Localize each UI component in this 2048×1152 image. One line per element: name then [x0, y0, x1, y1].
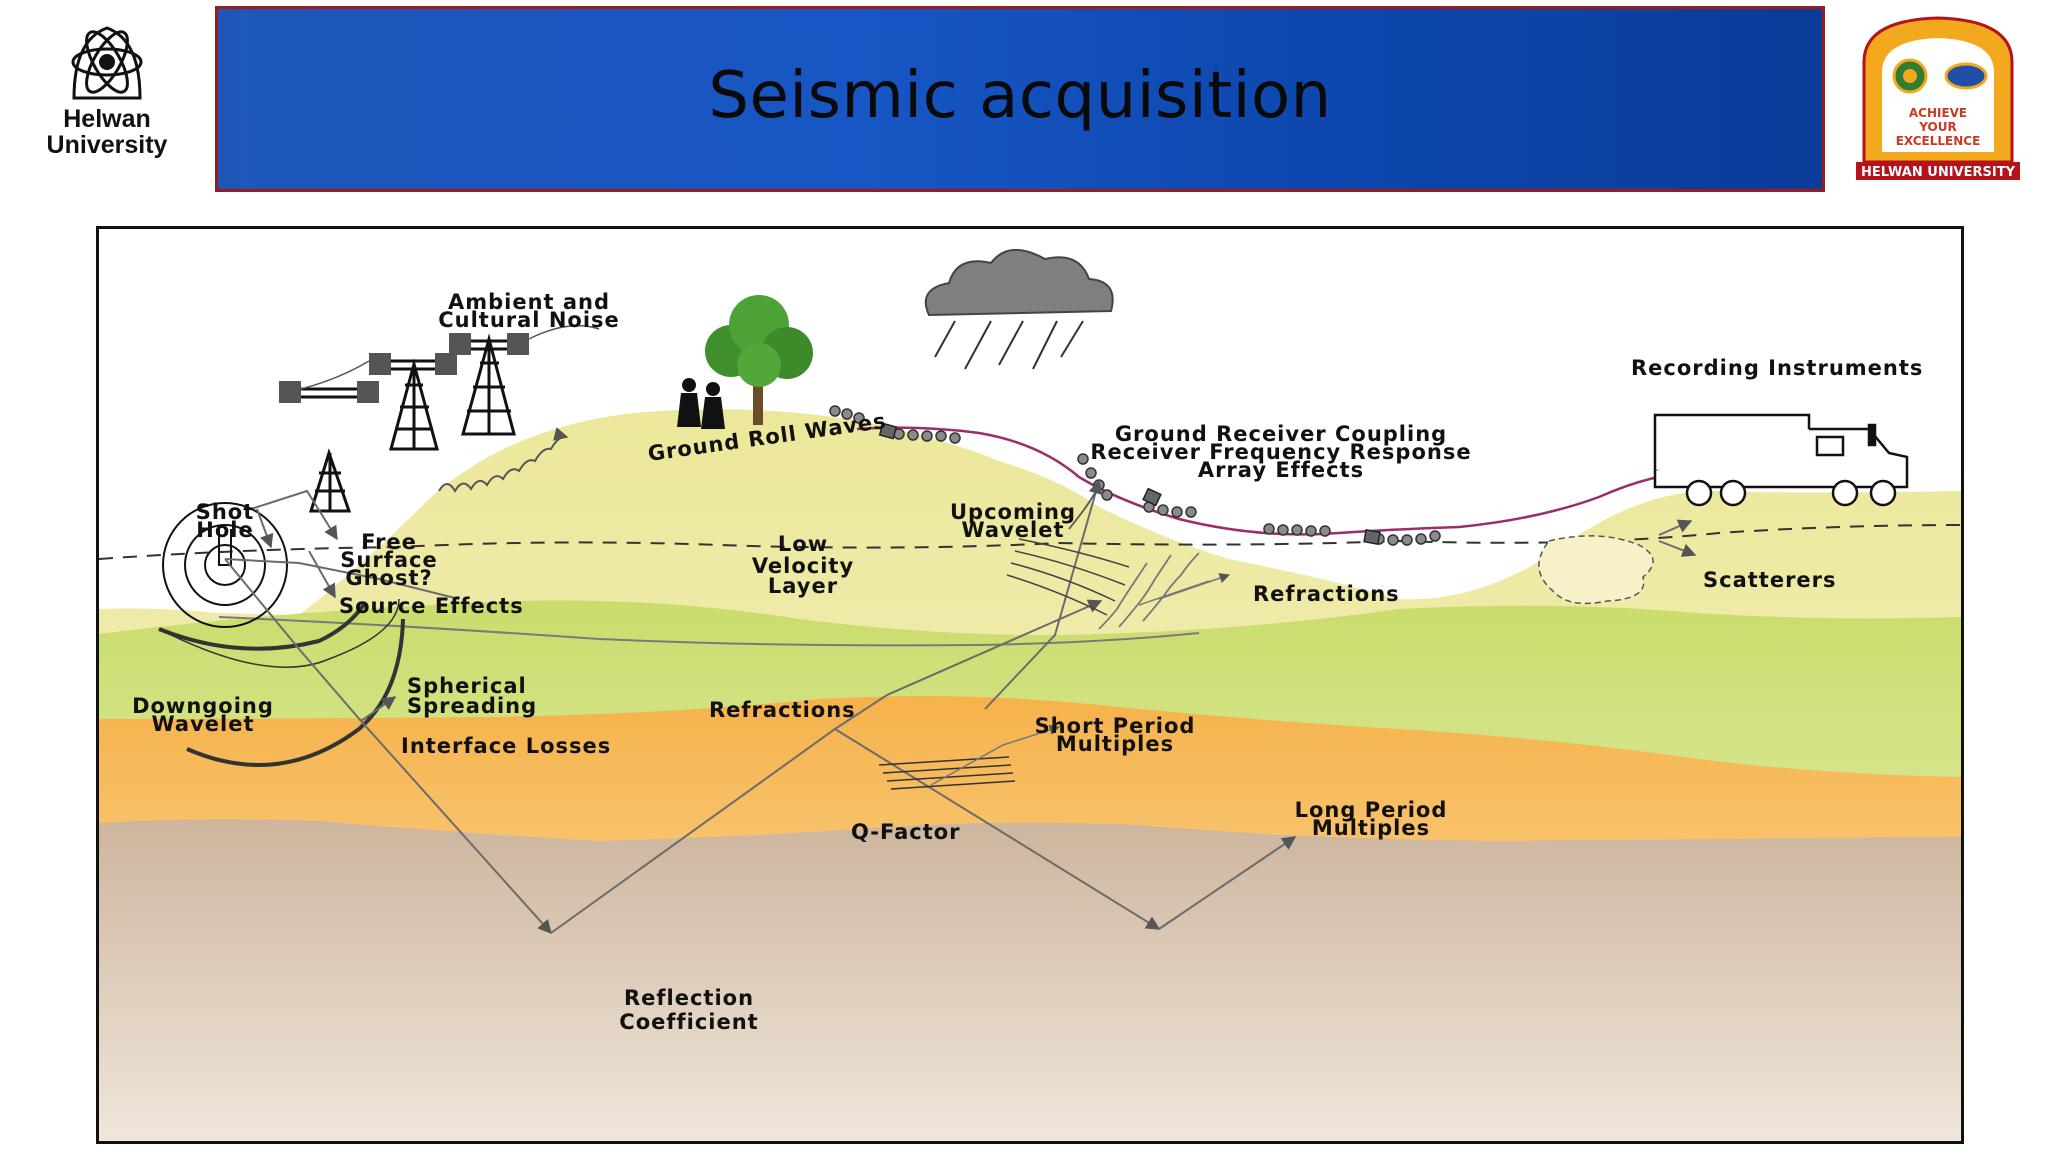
svg-text:Shot: Shot [196, 500, 255, 524]
multiple-arrows [930, 724, 1060, 786]
title-banner: Seismic acquisition [215, 6, 1825, 192]
atom-emblem-icon [71, 26, 143, 100]
upcoming-wavelet-squiggle [1068, 492, 1096, 530]
shot-hole-label: Shot Hole [196, 500, 255, 542]
svg-text:EXCELLENCE: EXCELLENCE [1896, 134, 1981, 148]
downgoing-wavelet-label: Downgoing Wavelet [132, 694, 274, 736]
scatterers-label: Scatterers [1703, 568, 1837, 592]
svg-text:Low: Low [778, 532, 828, 556]
refraction-wavelets [1098, 552, 1200, 630]
svg-text:Array Effects: Array Effects [1198, 458, 1364, 482]
refractions-top-label: Refractions [1253, 582, 1400, 606]
recording-truck-icon [1653, 413, 1909, 507]
svg-text:Ambient and: Ambient and [448, 290, 610, 314]
refraction-arrows [1138, 575, 1229, 606]
upcoming-wavelet-label: Upcoming Wavelet [950, 500, 1076, 542]
shot-hole-icon [162, 502, 288, 628]
svg-text:Spherical: Spherical [407, 674, 527, 698]
svg-text:Reflection: Reflection [624, 986, 754, 1010]
recording-instruments-label: Recording Instruments [1631, 356, 1923, 380]
svg-text:Hole: Hole [196, 518, 253, 542]
svg-text:Upcoming: Upcoming [950, 500, 1076, 524]
svg-text:YOUR: YOUR [1918, 120, 1956, 134]
free-surface-ghost-label: Free Surface Ghost? [340, 530, 437, 590]
svg-text:Receiver Frequency Response: Receiver Frequency Response [1090, 440, 1471, 464]
svg-text:Surface: Surface [340, 548, 437, 572]
long-period-multiples-label: Long Period Multiples [1295, 798, 1448, 840]
people-icon [677, 378, 725, 429]
ground-roll-wave [438, 427, 569, 494]
seismic-acquisition-diagram: Ambient and Cultural Noise Ground Roll W… [96, 226, 1964, 1144]
bottom-layer [99, 819, 1961, 1141]
svg-text:ACHIEVE: ACHIEVE [1909, 106, 1967, 120]
wavefront-3 [186, 618, 405, 767]
geophone-cable [856, 426, 1680, 536]
society-emblem-icon: ACHIEVE YOUR EXCELLENCE HELWAN UNIVERSIT… [1856, 16, 2020, 180]
tree-icon [705, 295, 813, 425]
receiver-coupling-label: Ground Receiver Coupling Receiver Freque… [1090, 422, 1471, 482]
ray-paths [224, 479, 1697, 935]
svg-text:Ground Receiver Coupling: Ground Receiver Coupling [1115, 422, 1447, 446]
source-effects-label: Source Effects [339, 594, 524, 618]
svg-text:Layer: Layer [768, 574, 838, 598]
svg-text:Spreading: Spreading [407, 694, 537, 718]
svg-text:Short Period: Short Period [1035, 714, 1196, 738]
svg-text:Long Period: Long Period [1295, 798, 1448, 822]
power-lines [300, 324, 600, 390]
low-velocity-boundary [99, 524, 1961, 560]
svg-text:Coefficient: Coefficient [619, 1010, 758, 1034]
scatterer-body [1538, 535, 1654, 605]
svg-text:Cultural Noise: Cultural Noise [438, 308, 620, 332]
interface-losses-label: Interface Losses [401, 734, 611, 758]
svg-text:Downgoing: Downgoing [132, 694, 274, 718]
svg-text:Free: Free [361, 530, 417, 554]
q-factor-label: Q-Factor [851, 820, 961, 844]
svg-text:Ghost?: Ghost? [345, 566, 432, 590]
page-title: Seismic acquisition [708, 59, 1332, 133]
low-velocity-layer-label: Low Velocity Layer [752, 532, 854, 598]
multiple-lines [878, 756, 1016, 790]
ambient-noise-label: Ambient and Cultural Noise [438, 290, 620, 332]
rain-cloud-icon [924, 248, 1114, 370]
diagram-canvas: Ambient and Cultural Noise Ground Roll W… [99, 248, 1961, 1141]
svg-text:Multiples: Multiples [1056, 732, 1174, 756]
spherical-spreading-label: Spherical Spreading [407, 674, 537, 718]
helwan-university-logo: Helwan University [22, 20, 192, 170]
society-logo: ACHIEVE YOUR EXCELLENCE HELWAN UNIVERSIT… [1852, 12, 2024, 182]
wavefront-2 [158, 598, 400, 668]
short-period-multiples-label: Short Period Multiples [1035, 714, 1196, 756]
svg-text:Wavelet: Wavelet [152, 712, 255, 736]
svg-text:HELWAN UNIVERSITY: HELWAN UNIVERSITY [1861, 165, 2016, 180]
svg-text:Multiples: Multiples [1312, 816, 1430, 840]
wavefront-1 [158, 601, 367, 651]
svg-text:Wavelet: Wavelet [962, 518, 1065, 542]
university-name: Helwan University [46, 105, 168, 159]
svg-text:Velocity: Velocity [752, 554, 854, 578]
recorder-box-icons [878, 422, 1381, 545]
wavelet-lines [1006, 538, 1130, 616]
refractions-mid-label: Refractions [709, 698, 856, 722]
reflection-coefficient-label: Reflection Coefficient [619, 986, 758, 1034]
insulator-icons [279, 333, 529, 403]
refractor-line [218, 616, 1200, 647]
